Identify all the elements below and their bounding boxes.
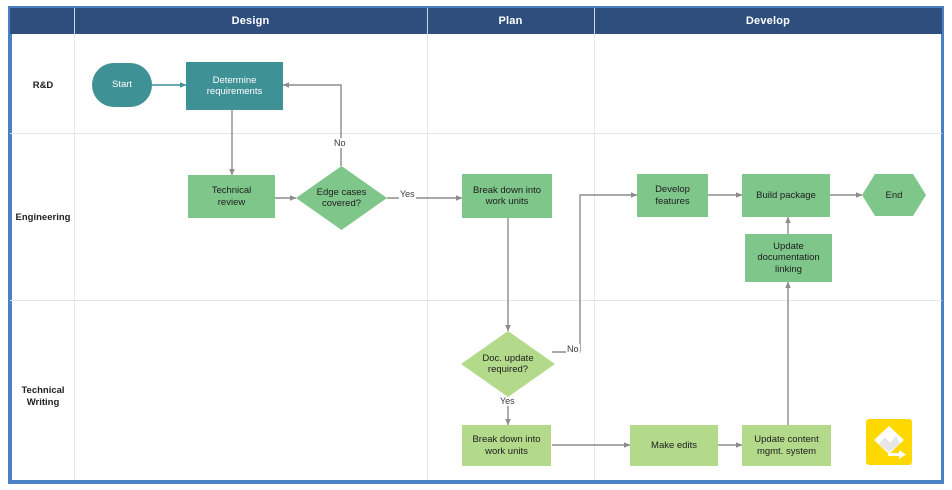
- column-separator-plan-develop: [594, 34, 595, 480]
- column-separator-lane: [74, 34, 75, 480]
- phase-header-design[interactable]: Design: [231, 15, 270, 27]
- phase-header-plan[interactable]: Plan: [498, 15, 523, 27]
- node-make-edits[interactable]: Make edits: [630, 425, 718, 466]
- node-build-package[interactable]: Build package: [742, 174, 830, 217]
- header-divider-2: [427, 8, 428, 34]
- edge-label-no-edgecases: No: [333, 138, 347, 148]
- node-end[interactable]: End: [862, 174, 926, 216]
- lane-separator-rnd-eng: [10, 133, 942, 134]
- edge-label-no-docupdate: No: [566, 344, 580, 354]
- app-logo: [866, 419, 912, 465]
- edge-label-yes-edgecases: Yes: [399, 189, 416, 199]
- column-separator-design-plan: [427, 34, 428, 480]
- edge-label-yes-docupdate: Yes: [499, 396, 516, 406]
- phase-header-develop[interactable]: Develop: [745, 15, 791, 27]
- lane-label-engineering: Engineering: [15, 212, 71, 223]
- node-start[interactable]: Start: [92, 63, 152, 107]
- lane-separator-eng-tech: [10, 300, 942, 301]
- header-divider-1: [74, 8, 75, 34]
- node-end-label: End: [885, 189, 903, 201]
- lane-label-rnd: R&D: [32, 80, 54, 91]
- header-divider-3: [594, 8, 595, 34]
- phase-header-band: [10, 8, 942, 34]
